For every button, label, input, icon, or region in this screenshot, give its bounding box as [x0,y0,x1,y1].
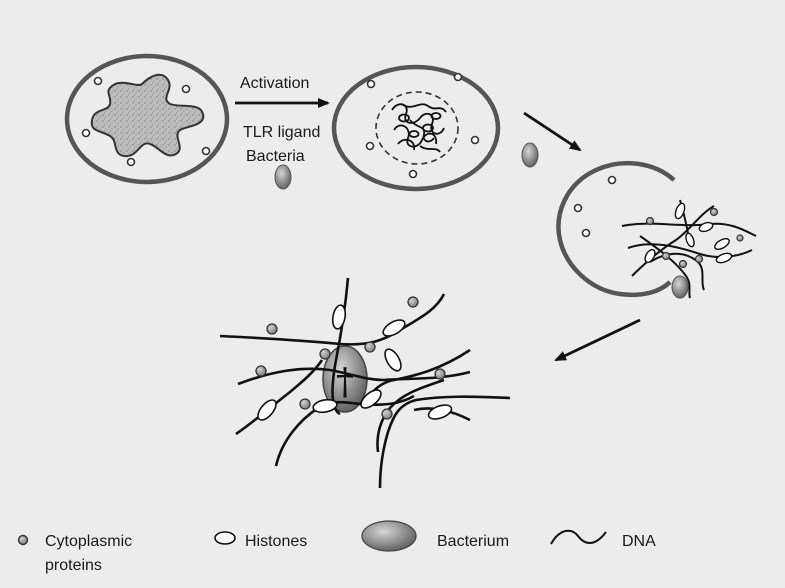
activation-label: Activation [240,75,309,92]
resting-neutrophil [64,53,230,185]
histones-net [257,304,453,421]
cytoplasmic-proteins-resting [81,76,211,167]
decondensed-chromatin [391,103,447,153]
histones-ruptured [644,202,733,264]
legend-bacterium-label: Bacterium [437,533,509,550]
rupture-arrow [523,111,582,152]
legend-histones-label: Histones [245,533,307,550]
legend-bacterium-symbol [361,520,417,552]
rupturing-neutrophil [556,160,757,299]
legend-cytoplasmic-proteins-line1: Cytoplasmic [45,533,132,550]
legend-histones: Histones [214,531,307,550]
legend-cytoplasmic-proteins: Cytoplasmic proteins [17,533,132,574]
dead-bacterium-cross: † [336,362,354,403]
stimulus-tlr-ligand: TLR ligand [243,124,320,141]
legend-dna: DNA [550,529,656,550]
released-dna-strands [621,199,757,299]
bacterium-trapped-small [671,275,689,299]
legend-protein-symbol [17,534,29,546]
net-trapping-bacterium: † [219,277,511,489]
bacterium-small-2 [521,142,539,168]
legend: Cytoplasmic proteins Histones Bacterium … [17,520,656,574]
legend-dna-label: DNA [622,533,656,550]
legend-dna-symbol [550,529,607,545]
net-arrow [554,318,641,362]
activated-neutrophil [331,64,501,192]
cytoplasmic-proteins-net [255,296,446,420]
cell-membrane-ruptured [556,160,676,298]
cell-membrane-activated [331,64,501,192]
bacterium-small-1 [274,164,292,190]
cytoplasmic-proteins-activated [365,72,480,179]
legend-bacterium: Bacterium [361,520,509,552]
cytoplasmic-proteins-ruptured [573,175,617,238]
lobed-nucleus [90,73,205,158]
nuclear-envelope-dashed [375,91,459,165]
cytoplasmic-proteins-on-net-small [645,207,744,269]
stimulus-bacteria: Bacteria [246,148,305,165]
cell-membrane-resting [64,53,230,185]
legend-histone-symbol [214,531,236,545]
legend-cytoplasmic-proteins-line2: proteins [45,557,102,574]
